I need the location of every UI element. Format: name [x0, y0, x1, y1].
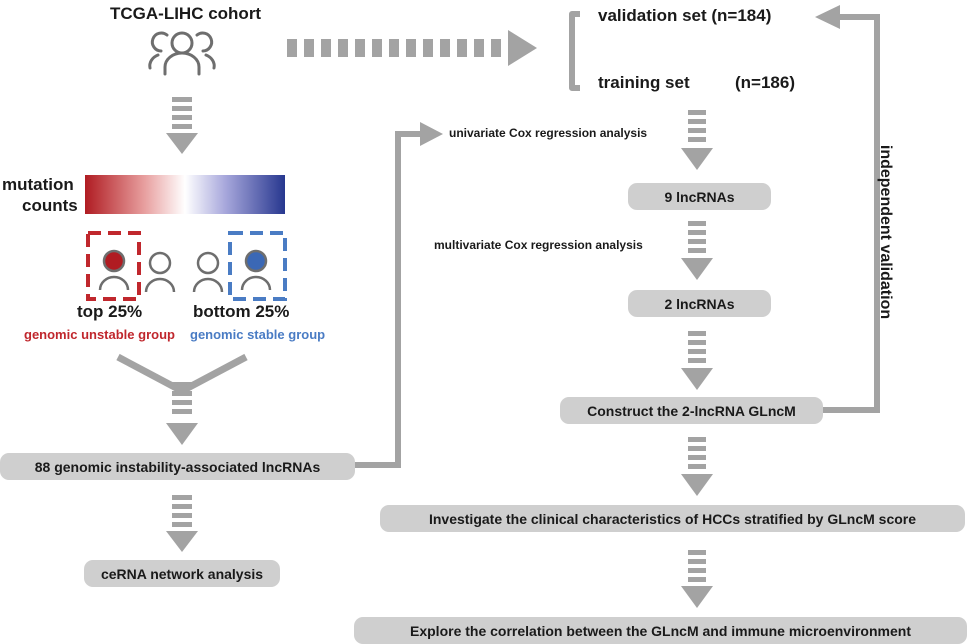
construct-glncm-box: Construct the 2-lncRNA GLncM [560, 397, 823, 424]
nine-lncrnas-box: 9 lncRNAs [628, 183, 771, 210]
training-set-label: training set [598, 73, 690, 92]
cohort-title: TCGA-LIHC cohort [110, 4, 262, 23]
cerna-analysis-box: ceRNA network analysis [84, 560, 280, 587]
validation-set-label: validation set (n=184) [598, 6, 772, 25]
multivariate-label: multivariate Cox regression analysis [434, 238, 643, 252]
down-arrow-investigate [681, 550, 713, 608]
person-icon [192, 251, 224, 293]
down-arrow-construct [681, 437, 713, 496]
independent-validation-arrow [815, 5, 880, 413]
down-arrow-cohort [166, 97, 198, 154]
eighty-eight-lncrnas-box: 88 genomic instability-associated lncRNA… [0, 453, 355, 480]
stable-person-icon [228, 231, 287, 301]
top-25-label: top 25% [77, 302, 143, 321]
down-arrow-2lnc [681, 331, 713, 390]
unstable-group-label: genomic unstable group [24, 327, 175, 342]
connector-88-to-univariate [355, 122, 443, 468]
down-arrow-univariate [681, 110, 713, 170]
sets-bracket [569, 11, 580, 91]
univariate-label: univariate Cox regression analysis [449, 126, 648, 140]
person-icon [144, 251, 176, 293]
investigate-box: Investigate the clinical characteristics… [380, 505, 965, 532]
stable-group-label: genomic stable group [190, 327, 326, 342]
mutation-gradient-bar [85, 175, 285, 214]
training-set-n: (n=186) [735, 73, 795, 92]
unstable-person-icon [86, 231, 141, 301]
explore-box: Explore the correlation between the GLnc… [354, 617, 967, 644]
mutation-label-line1: mutation [2, 175, 74, 194]
people-group-icon [148, 31, 216, 76]
mutation-label-line2: counts [22, 196, 78, 215]
down-arrow-88 [166, 495, 198, 552]
two-lncrnas-box: 2 lncRNAs [628, 290, 771, 317]
cohort-to-sets-arrow [287, 30, 537, 66]
down-arrow-groups [166, 382, 198, 445]
down-arrow-multivariate [681, 221, 713, 280]
funnel-lines [116, 353, 248, 395]
bottom-25-label: bottom 25% [193, 302, 290, 321]
